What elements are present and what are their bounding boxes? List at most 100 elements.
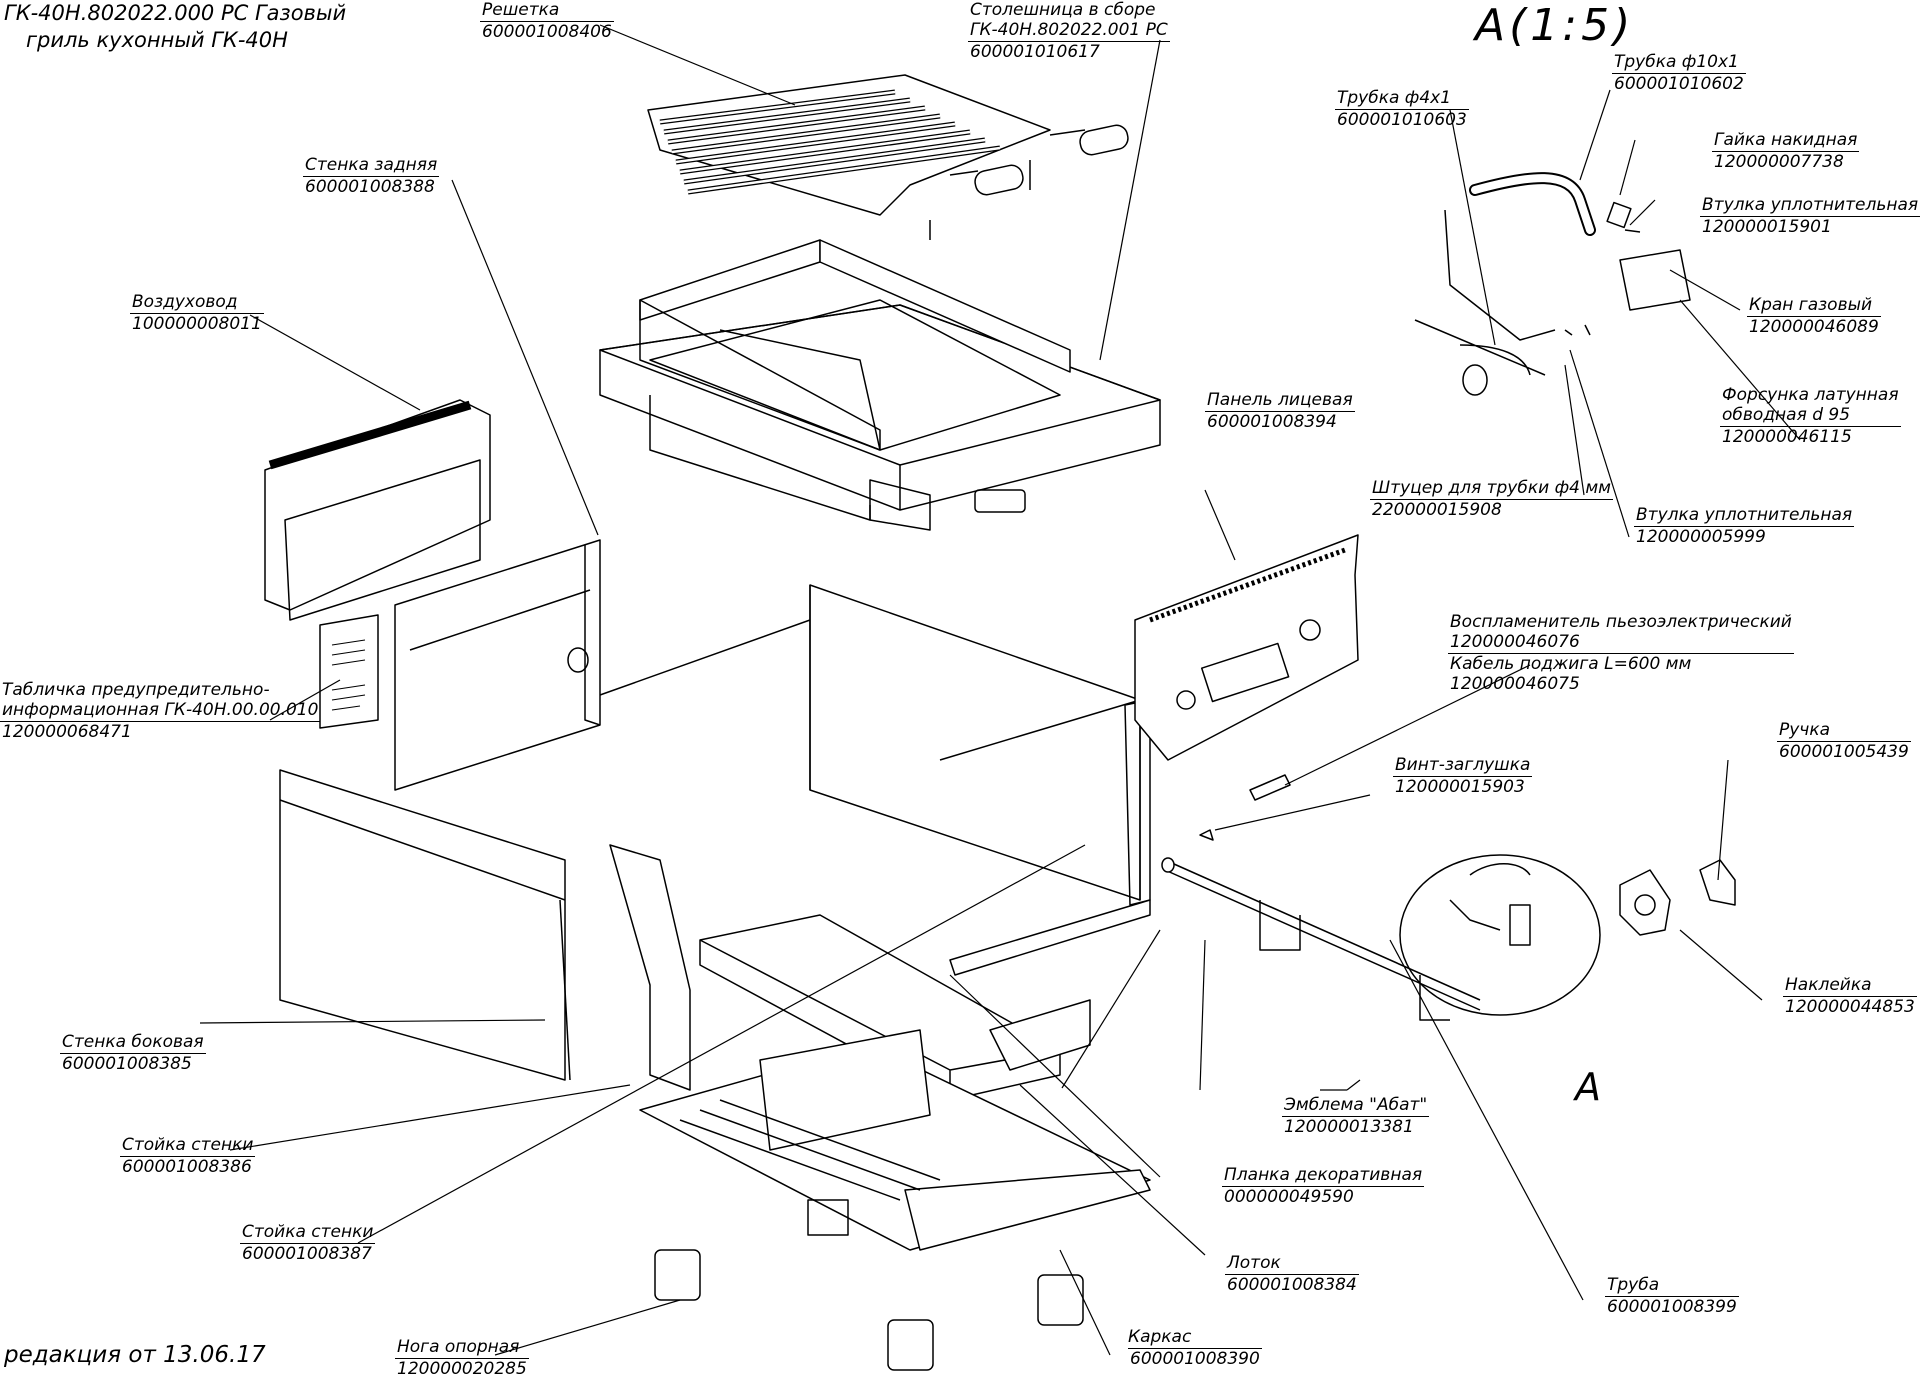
gas-pipe <box>1161 829 1481 1021</box>
label-planka: Планка декоративная 000000049590 <box>1222 1165 1425 1207</box>
part-name: Стенка задняя <box>303 155 440 177</box>
part-name-2: обводная d 95 <box>1720 405 1901 427</box>
part-name: Форсунка латунная <box>1722 385 1899 405</box>
back-wall <box>394 539 601 791</box>
title-line-1: ГК-40Н.802022.000 РС Газовый <box>4 1 347 25</box>
grill-grate <box>647 74 1129 240</box>
part-name: Труба <box>1605 1275 1739 1297</box>
detail-callout-a: A <box>1575 1065 1601 1109</box>
frame <box>599 584 1151 976</box>
label-truba: Труба 600001008399 <box>1605 1275 1739 1317</box>
part-code: 600001008384 <box>1227 1275 1357 1295</box>
part-code: 120000044853 <box>1785 997 1915 1017</box>
label-stenka-zadnyaya: Стенка задняя 600001008388 <box>303 155 440 197</box>
base-frame <box>639 1029 1151 1251</box>
label-panel: Панель лицевая 600001008394 <box>1205 390 1355 432</box>
part-name: Решетка <box>480 0 614 22</box>
part-code: 120000020285 <box>397 1359 527 1379</box>
part-code: 600001008385 <box>62 1054 192 1074</box>
label-stoyka-2: Стойка стенки 600001008387 <box>240 1222 376 1264</box>
part-name: Воспламенитель пьезоэлектрический <box>1450 612 1792 632</box>
part-code: 600001008399 <box>1607 1297 1737 1317</box>
label-stoyka-1: Стойка стенки 600001008386 <box>120 1135 256 1177</box>
part-code: 120000015903 <box>1395 777 1525 797</box>
part-code: 600001008387 <box>242 1244 372 1264</box>
leader-lines <box>199 24 1801 1356</box>
part-name: Стенка боковая <box>60 1032 206 1054</box>
label-karkas: Каркас 600001008390 <box>1128 1327 1262 1369</box>
part-code: 120000013381 <box>1284 1117 1414 1137</box>
part-name: Стойка стенки <box>240 1222 376 1244</box>
part-code: 120000046115 <box>1722 427 1852 447</box>
label-lotok: Лоток 600001008384 <box>1225 1253 1359 1295</box>
part-code: 220000015908 <box>1372 500 1502 520</box>
label-ruchka: Ручка 600001005439 <box>1777 720 1911 762</box>
label-vtulka-1: Втулка уплотнительная 120000015901 <box>1700 195 1920 237</box>
part-name: Втулка уплотнительная <box>1700 195 1920 217</box>
part-code: 600001008394 <box>1207 412 1337 432</box>
part-code-2: 120000046075 <box>1450 674 1580 694</box>
part-code: 600001010602 <box>1614 74 1744 94</box>
label-stoleshnica: Столешница в сборе ГК-40Н.802022.001 РС … <box>968 0 1170 62</box>
detail-scale-label: A(1:5) <box>1475 0 1635 51</box>
part-code: 600001008386 <box>122 1157 252 1177</box>
part-name-2: информационная ГК-40Н.00.00.010 <box>0 700 321 722</box>
part-name: Трубка ф4х1 <box>1335 88 1469 110</box>
part-name: Лоток <box>1225 1253 1359 1275</box>
part-name: Эмблема "Абат" <box>1282 1095 1430 1117</box>
part-name: Каркас <box>1128 1327 1262 1349</box>
part-name: Кран газовый <box>1747 295 1881 317</box>
part-name-2: ГК-40Н.802022.001 РС <box>968 20 1170 42</box>
label-shtucer: Штуцер для трубки ф4 мм 220000015908 <box>1370 478 1613 520</box>
part-code: 600001010617 <box>970 42 1100 62</box>
label-trubka-4: Трубка ф4х1 600001010603 <box>1335 88 1469 130</box>
part-name: Штуцер для трубки ф4 мм <box>1370 478 1613 500</box>
air-duct <box>264 399 491 621</box>
part-name: Нога опорная <box>395 1337 529 1359</box>
warning-plate <box>319 614 379 729</box>
drawing-title: ГК-40Н.802022.000 РС Газовый гриль кухон… <box>4 0 346 54</box>
part-code: 120000046076 <box>1448 632 1794 654</box>
part-name: Наклейка <box>1783 975 1917 997</box>
part-code: 120000007738 <box>1714 152 1844 172</box>
part-name: Воздуховод <box>130 292 264 314</box>
title-line-2: гриль кухонный ГК-40Н <box>26 28 288 52</box>
part-name: Ручка <box>1777 720 1911 742</box>
part-code: 600001008406 <box>482 22 612 42</box>
part-name: Панель лицевая <box>1205 390 1355 412</box>
detail-view-parts <box>1414 172 1691 396</box>
part-code: 120000005999 <box>1636 527 1766 547</box>
front-panel <box>1134 534 1359 761</box>
drip-tray <box>699 914 1091 1101</box>
label-gayka: Гайка накидная 120000007738 <box>1712 130 1860 172</box>
label-noga: Нога опорная 120000020285 <box>395 1337 529 1379</box>
part-code: 600001008388 <box>305 177 435 197</box>
igniter <box>1249 774 1291 801</box>
part-code: 120000068471 <box>2 722 132 742</box>
part-name: Стойка стенки <box>120 1135 256 1157</box>
part-name: Табличка предупредительно- <box>2 680 270 700</box>
label-vtulka-2: Втулка уплотнительная 120000005999 <box>1634 505 1855 547</box>
knob-and-sticker <box>1619 859 1736 936</box>
part-code: 600001005439 <box>1779 742 1909 762</box>
part-code: 100000008011 <box>132 314 262 334</box>
label-vozduhovod: Воздуховод 100000008011 <box>130 292 264 334</box>
revision-date: редакция от 13.06.17 <box>4 1342 266 1368</box>
label-vint: Винт-заглушка 120000015903 <box>1393 755 1533 797</box>
part-name: Винт-заглушка <box>1393 755 1533 777</box>
part-code: 120000015901 <box>1702 217 1832 237</box>
tabletop-assembly <box>599 239 1161 531</box>
label-emblema: Эмблема "Абат" 120000013381 <box>1282 1095 1430 1137</box>
part-name: Втулка уплотнительная <box>1634 505 1855 527</box>
part-code: 600001008390 <box>1130 1349 1260 1369</box>
part-name: Столешница в сборе <box>970 0 1156 20</box>
support-feet <box>654 1249 1084 1371</box>
label-nakleyka: Наклейка 120000044853 <box>1783 975 1917 1017</box>
part-name: Гайка накидная <box>1712 130 1860 152</box>
label-forsunka: Форсунка латунная обводная d 95 12000004… <box>1720 385 1901 447</box>
label-trubka-10: Трубка ф10х1 600001010602 <box>1612 52 1746 94</box>
part-code: 000000049590 <box>1224 1187 1354 1207</box>
label-vosplamenitel: Воспламенитель пьезоэлектрический 120000… <box>1448 612 1794 694</box>
label-reshetka: Решетка 600001008406 <box>480 0 614 42</box>
label-stenka-bokovaya: Стенка боковая 600001008385 <box>60 1032 206 1074</box>
